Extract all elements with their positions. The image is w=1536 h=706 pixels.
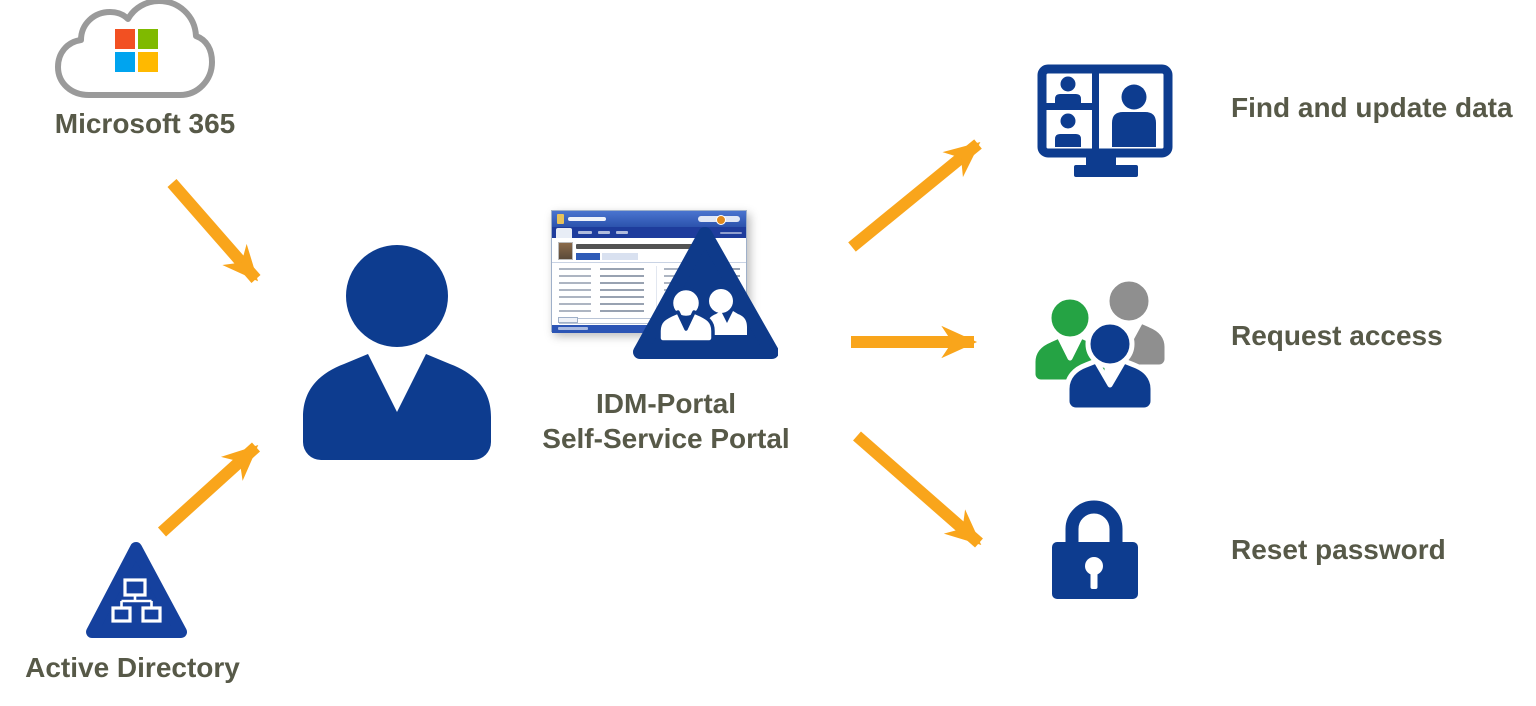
idm-portal-label-line2: Self-Service Portal: [542, 423, 790, 454]
portal-brand-logo-dot: [716, 215, 726, 225]
monitor-stand-neck: [1086, 153, 1116, 165]
portal-app-icon: [557, 214, 564, 224]
lock-shackle: [1065, 500, 1123, 546]
portal-nav-item: [616, 231, 628, 234]
user-group-icon: [1030, 276, 1170, 413]
active-directory-label: Active Directory: [25, 652, 240, 683]
monitor-horizontal-divider: [1046, 103, 1092, 110]
portal-content-tab: [602, 253, 638, 260]
microsoft-logo-icon: [115, 29, 158, 72]
two-users-icon: [657, 286, 747, 344]
arrow-ad-to-user: [157, 442, 261, 537]
video-meeting-monitor-icon: [1037, 64, 1173, 177]
portal-nav-item: [598, 231, 610, 234]
reset-password-label: Reset password: [1231, 534, 1446, 565]
microsoft-365-label: Microsoft 365: [54, 108, 236, 139]
portal-nav-right-text: [720, 232, 742, 234]
portal-content-tab: [576, 253, 600, 260]
sitemap-icon: [111, 578, 162, 623]
portal-window-title-text: [568, 217, 606, 221]
portal-footer-text: [558, 327, 588, 330]
arrow-m365-to-user: [167, 179, 261, 283]
find-and-update-data-label: Find and update data: [1231, 92, 1513, 123]
portal-nav-item: [578, 231, 592, 234]
idm-portal-label: IDM-Portal Self-Service Portal: [516, 386, 816, 456]
user-icon: [303, 245, 491, 460]
portal-window-titlebar: [552, 211, 746, 227]
arrow-portal-to-reset: [853, 431, 983, 548]
portal-window-navbar: [552, 227, 746, 238]
request-access-label: Request access: [1231, 320, 1443, 351]
blue-user: [1064, 319, 1156, 413]
user-body: [303, 354, 491, 460]
portal-form-button: [558, 317, 578, 323]
ad-triangle-shape: [86, 542, 187, 638]
portal-nav-active-tab: [556, 228, 572, 238]
portal-brand-logo: [698, 215, 740, 225]
arrow-portal-to-find: [848, 139, 982, 252]
monitor-vertical-divider: [1092, 73, 1099, 149]
portal-user-name-text: [576, 244, 694, 249]
idm-portal-triangle-users-icon: [633, 227, 778, 359]
portal-form-values-left: [600, 268, 644, 314]
active-directory-icon: [86, 542, 187, 638]
idm-portal-label-line1: IDM-Portal: [596, 388, 736, 419]
monitor-stand-base: [1074, 165, 1138, 177]
microsoft-365-cloud-icon: [55, 0, 215, 98]
portal-column-divider: [656, 266, 657, 318]
portal-divider: [552, 262, 746, 263]
portal-form-labels-left: [559, 268, 591, 314]
padlock-icon: [1052, 500, 1138, 599]
portal-user-photo: [558, 242, 573, 260]
lock-keyhole: [1085, 557, 1103, 589]
user-head: [346, 245, 448, 347]
